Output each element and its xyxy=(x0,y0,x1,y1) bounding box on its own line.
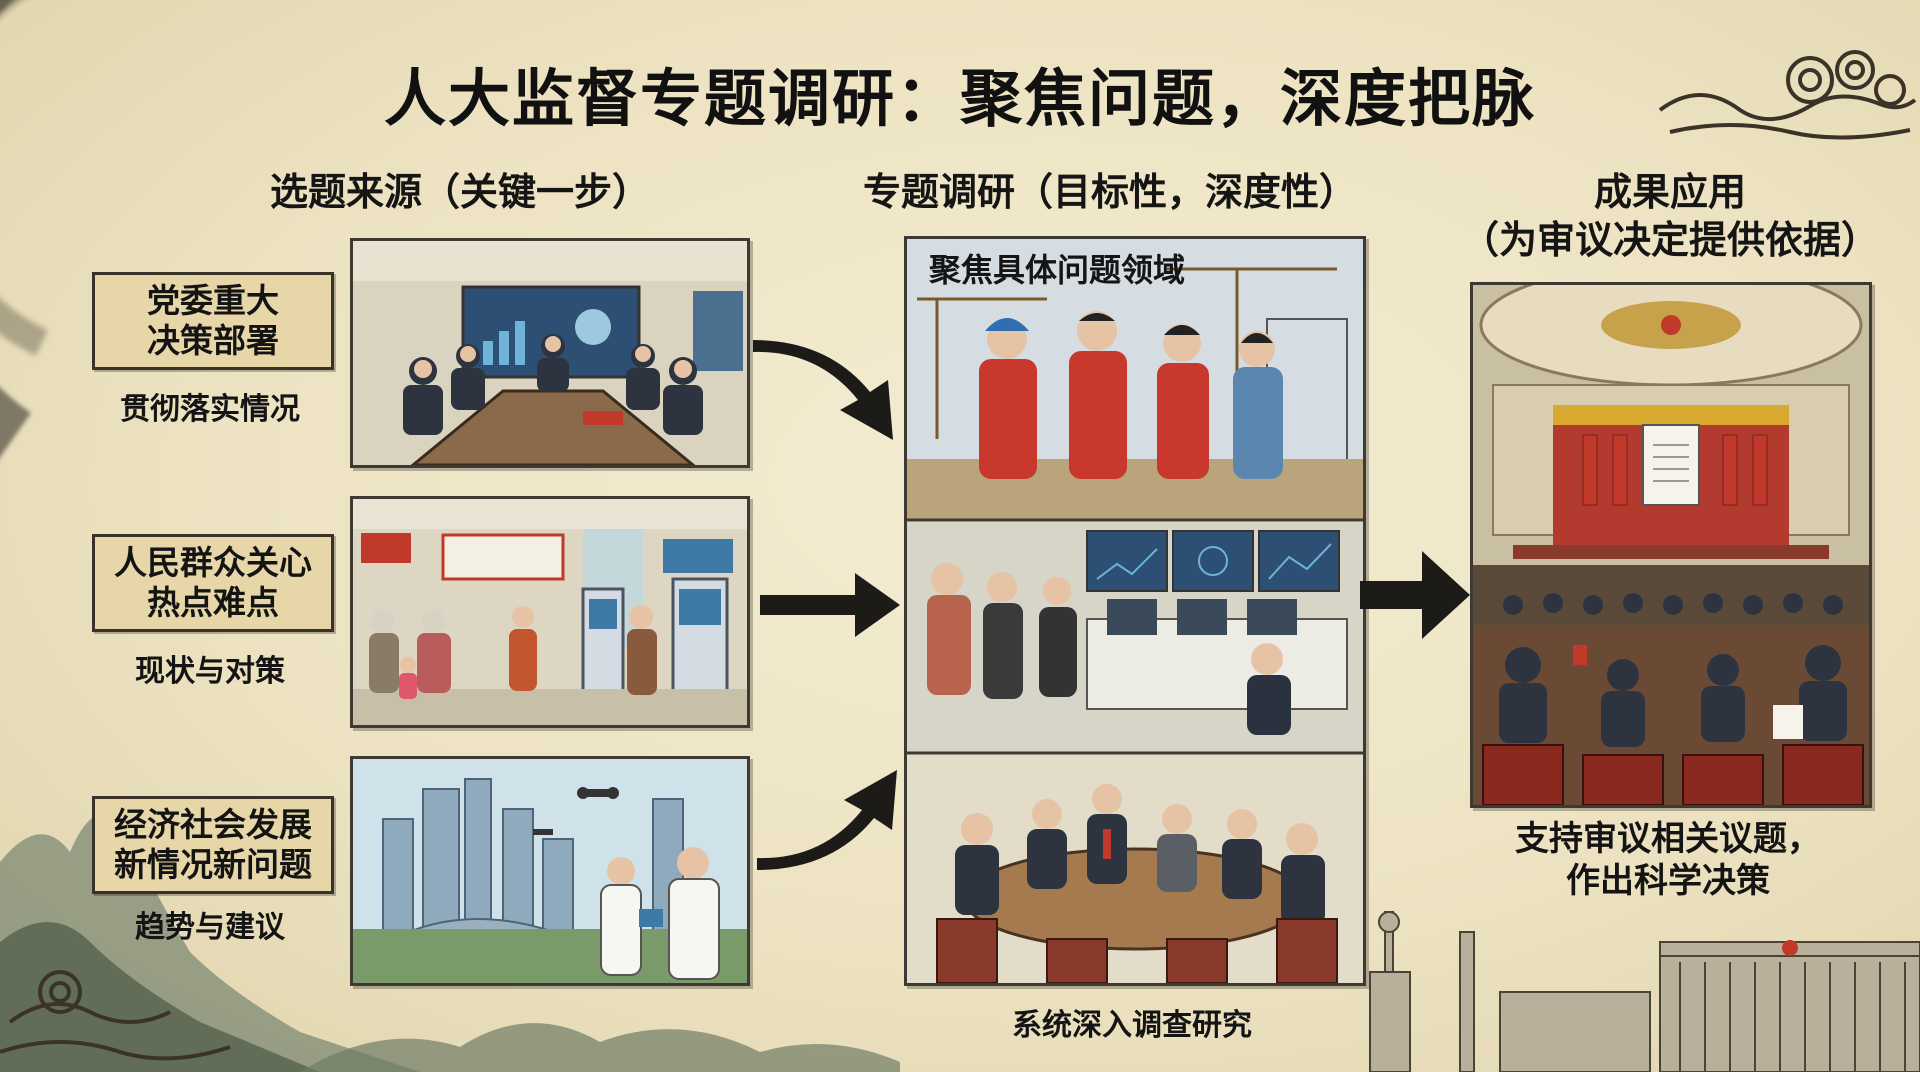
page-title: 人大监督专题调研：聚焦问题，深度把脉 xyxy=(383,62,1536,135)
middle-footer-systematic-research: 系统深入调查研究 xyxy=(1012,1008,1252,1043)
panel-caption-focus-area: 聚焦具体问题领域 xyxy=(929,251,1186,289)
source-subtitle-status-countermeasures: 现状与对策 xyxy=(135,654,285,689)
source-box-line2: 决策部署 xyxy=(147,321,279,360)
source-box-line2: 新情况新问题 xyxy=(114,845,312,884)
source-box-line1: 党委重大 xyxy=(147,281,279,320)
illustration-smart-city-research xyxy=(350,756,750,986)
heading-special-research: 专题调研（目标性，深度性） xyxy=(862,170,1357,214)
illustration-field-research-stack: 聚焦具体问题领域 xyxy=(904,236,1366,986)
right-footer-line1: 支持审议相关议题， xyxy=(1515,819,1821,859)
source-box-party-decisions: 党委重大 决策部署 xyxy=(92,272,334,370)
source-box-new-issues: 经济社会发展 新情况新问题 xyxy=(92,796,334,894)
illustration-service-hall xyxy=(350,496,750,728)
right-footer-line2: 作出科学决策 xyxy=(1566,861,1770,901)
heading-result-application-sub: （为审议决定提供依据） xyxy=(1460,218,1879,262)
ink-hills-decoration xyxy=(300,1023,900,1072)
arrow-right-icon xyxy=(760,573,900,637)
illustration-meeting-room xyxy=(350,238,750,468)
heading-result-application: 成果应用 xyxy=(1593,170,1746,214)
city-skyline-decoration xyxy=(1369,911,1920,1072)
arrow-right-icon xyxy=(757,770,897,870)
source-box-public-concerns: 人民群众关心 热点难点 xyxy=(92,534,334,632)
arrow-right-icon xyxy=(1360,551,1470,639)
source-box-line1: 人民群众关心 xyxy=(114,543,312,582)
source-subtitle-implementation: 贯彻落实情况 xyxy=(120,392,300,427)
source-box-line1: 经济社会发展 xyxy=(114,805,312,844)
arrow-right-icon xyxy=(753,340,893,440)
source-box-line2: 热点难点 xyxy=(147,583,279,622)
illustration-congress-hall xyxy=(1470,282,1872,808)
source-subtitle-trends-suggestions: 趋势与建议 xyxy=(135,910,285,945)
auspicious-cloud-icon xyxy=(1658,50,1917,140)
heading-topic-source: 选题来源（关键一步） xyxy=(269,170,650,214)
